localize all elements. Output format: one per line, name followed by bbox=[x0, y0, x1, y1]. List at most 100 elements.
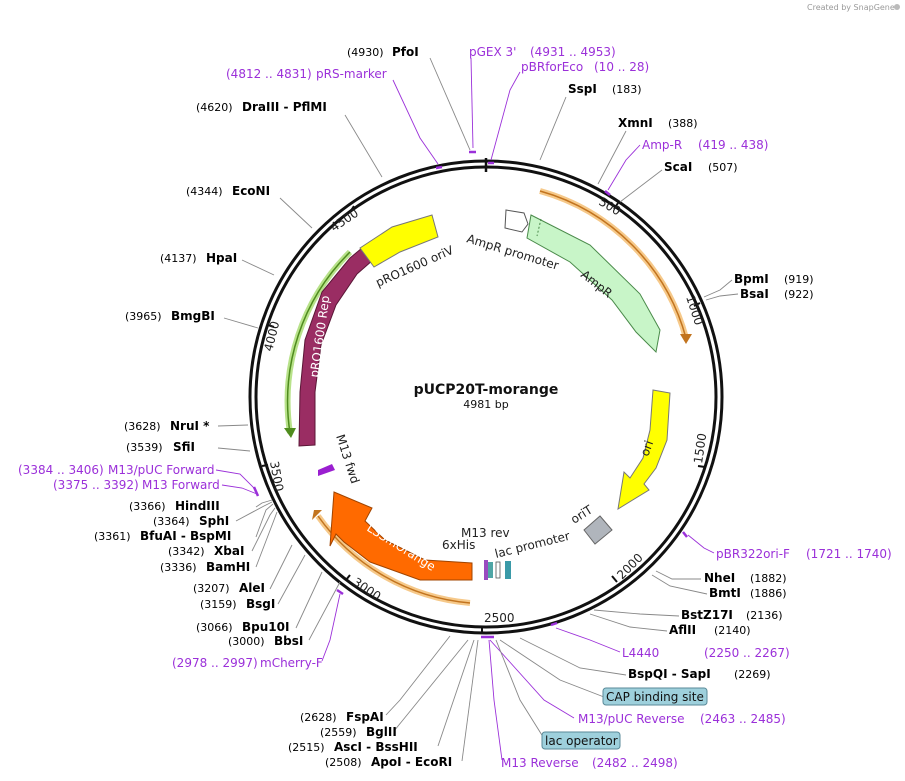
enzyme-pos-draiii: (4620) bbox=[196, 101, 233, 114]
feature-his-tag bbox=[484, 560, 488, 580]
leader-bbsi bbox=[308, 581, 341, 641]
enzyme-name-bbsi: BbsI bbox=[274, 634, 303, 648]
leader-bsgi bbox=[277, 554, 306, 605]
cap-binding-box bbox=[602, 687, 708, 706]
feature-pro1600-oriv bbox=[359, 214, 439, 268]
enzyme-name-bglii: BglII bbox=[366, 725, 397, 739]
enzyme-name-pfoi: PfoI bbox=[392, 45, 419, 59]
leader-bpu10i bbox=[295, 571, 323, 629]
pleader-ampr bbox=[607, 144, 641, 191]
enzyme-pos-bstz17i: (2136) bbox=[746, 609, 783, 622]
enzyme-name-bspqi: BspQI - SapI bbox=[628, 667, 711, 681]
primer-range-m13fwd: (3375 .. 3392) bbox=[53, 478, 139, 492]
lac-operator-label: lac operator bbox=[545, 734, 618, 748]
leader-nhei bbox=[655, 570, 701, 580]
scale-tick-1000 bbox=[693, 302, 701, 307]
enzyme-name-alei: AleI bbox=[239, 581, 265, 595]
primer-range-m13reverse: (2482 .. 2498) bbox=[592, 756, 678, 770]
leader-hindiii bbox=[255, 499, 273, 508]
enzyme-pos-bpmi: (919) bbox=[784, 273, 814, 286]
primer-range-m13pucrev: (2463 .. 2485) bbox=[700, 712, 786, 726]
enzyme-pos-xbai: (3342) bbox=[168, 545, 205, 558]
leader-pfoi bbox=[429, 57, 471, 151]
pleader-m13pucrev bbox=[489, 639, 575, 719]
primer-name-m13pucfwd: M13/pUC Forward bbox=[108, 463, 215, 477]
primer-marks bbox=[252, 150, 688, 639]
leader-bglii bbox=[393, 639, 469, 732]
enzyme-name-bfuai: BfuAI - BspMI bbox=[140, 529, 231, 543]
leader-sfii bbox=[217, 447, 251, 452]
plasmid-length: 4981 bp bbox=[463, 398, 508, 411]
lac-operator-box bbox=[541, 731, 621, 750]
backbone bbox=[248, 158, 724, 635]
enzyme-name-xbai: XbaI bbox=[214, 544, 244, 558]
primer-range-l4440: (2250 .. 2267) bbox=[704, 646, 790, 660]
outer-arc-ampr-line bbox=[539, 190, 687, 339]
enzyme-pos-sphi: (3364) bbox=[153, 515, 190, 528]
leader-bmgbi bbox=[223, 317, 259, 329]
enzyme-name-bamhi: BamHI bbox=[206, 560, 250, 574]
leader-lacop bbox=[495, 639, 546, 741]
enzyme-name-asci: AscI - BssHII bbox=[334, 740, 418, 754]
leader-asci bbox=[437, 639, 475, 747]
enzyme-pos-bfuai: (3361) bbox=[94, 530, 131, 543]
pleader-m13fwd bbox=[221, 484, 258, 495]
leader-xmni bbox=[597, 130, 627, 185]
enzyme-labels: (4930) PfoI SspI (183) XmnI (388) ScaI (… bbox=[94, 45, 814, 769]
enzyme-leaders bbox=[217, 57, 739, 762]
feature-lac-promoter bbox=[505, 561, 511, 579]
leader-fspai bbox=[385, 635, 451, 716]
pleader-mcherry bbox=[321, 593, 341, 662]
enzyme-name-nhei: NheI bbox=[704, 571, 735, 585]
primer-range-mcherry: (2978 .. 2997) bbox=[172, 656, 258, 670]
leader-xbai bbox=[251, 507, 276, 552]
feature-ampr-promoter bbox=[504, 209, 529, 233]
label-m13-fwd: M13 fwd bbox=[333, 433, 362, 486]
enzyme-pos-bspqi: (2269) bbox=[734, 668, 771, 681]
primer-mark-prsmarker bbox=[435, 165, 443, 170]
scale-tick-500 bbox=[613, 202, 619, 210]
leader-bspqi bbox=[519, 637, 627, 676]
pleader-pgex3 bbox=[470, 57, 474, 149]
ampr-start-dash bbox=[536, 218, 542, 237]
primer-name-prsmarker: pRS-marker bbox=[316, 67, 387, 81]
enzyme-name-sspi: SspI bbox=[568, 82, 597, 96]
enzyme-pos-pfoi: (4930) bbox=[347, 46, 384, 59]
primer-range-pbr322: (1721 .. 1740) bbox=[806, 547, 892, 561]
primer-labels: pGEX 3' (4931 .. 4953) pBRforEco (10 .. … bbox=[18, 45, 892, 770]
leader-alei bbox=[269, 544, 293, 590]
enzyme-name-draiii: DraIII - PflMI bbox=[242, 100, 327, 114]
primer-name-pgex3: pGEX 3' bbox=[469, 45, 516, 59]
primer-name-pbrforeco: pBRforEco bbox=[521, 60, 583, 74]
enzyme-name-aflii: AflII bbox=[669, 623, 696, 637]
leader-nrui bbox=[217, 424, 249, 427]
enzyme-name-fspai: FspAI bbox=[346, 710, 384, 724]
primer-range-pbrforeco: (10 .. 28) bbox=[594, 60, 649, 74]
leader-aflii bbox=[589, 613, 668, 632]
primer-range-prsmarker: (4812 .. 4831) bbox=[226, 67, 312, 81]
primer-mark-l4440 bbox=[550, 621, 558, 627]
leader-sphi bbox=[235, 501, 273, 522]
scale-tick-4500 bbox=[349, 205, 355, 213]
enzyme-pos-bamhi: (3336) bbox=[160, 561, 197, 574]
enzyme-name-xmni: XmnI bbox=[618, 116, 653, 130]
enzyme-name-sphi: SphI bbox=[199, 514, 229, 528]
enzyme-pos-bglii: (2559) bbox=[320, 726, 357, 739]
leader-bmti bbox=[651, 574, 708, 595]
scale-label-2500: 2500 bbox=[484, 611, 515, 625]
primer-name-l4440: L4440 bbox=[622, 646, 659, 660]
scale-label-3500: 3500 bbox=[267, 460, 286, 493]
enzyme-pos-xmni: (388) bbox=[668, 117, 698, 130]
plasmid-name: pUCP20T-morange bbox=[414, 382, 559, 398]
label-m13-rev: M13 rev bbox=[461, 526, 510, 540]
pleader-m13reverse bbox=[488, 639, 503, 761]
pleader-m13pucfwd bbox=[215, 469, 257, 491]
feature-pro1600-rep bbox=[298, 247, 374, 447]
scale-label-1000: 1000 bbox=[683, 294, 706, 327]
leader-scai bbox=[619, 169, 663, 203]
scale-label-500: 500 bbox=[596, 195, 623, 219]
primer-mark-mcherry bbox=[336, 588, 344, 596]
leader-bstz17i bbox=[593, 609, 680, 617]
scale-label-1500: 1500 bbox=[691, 432, 709, 464]
